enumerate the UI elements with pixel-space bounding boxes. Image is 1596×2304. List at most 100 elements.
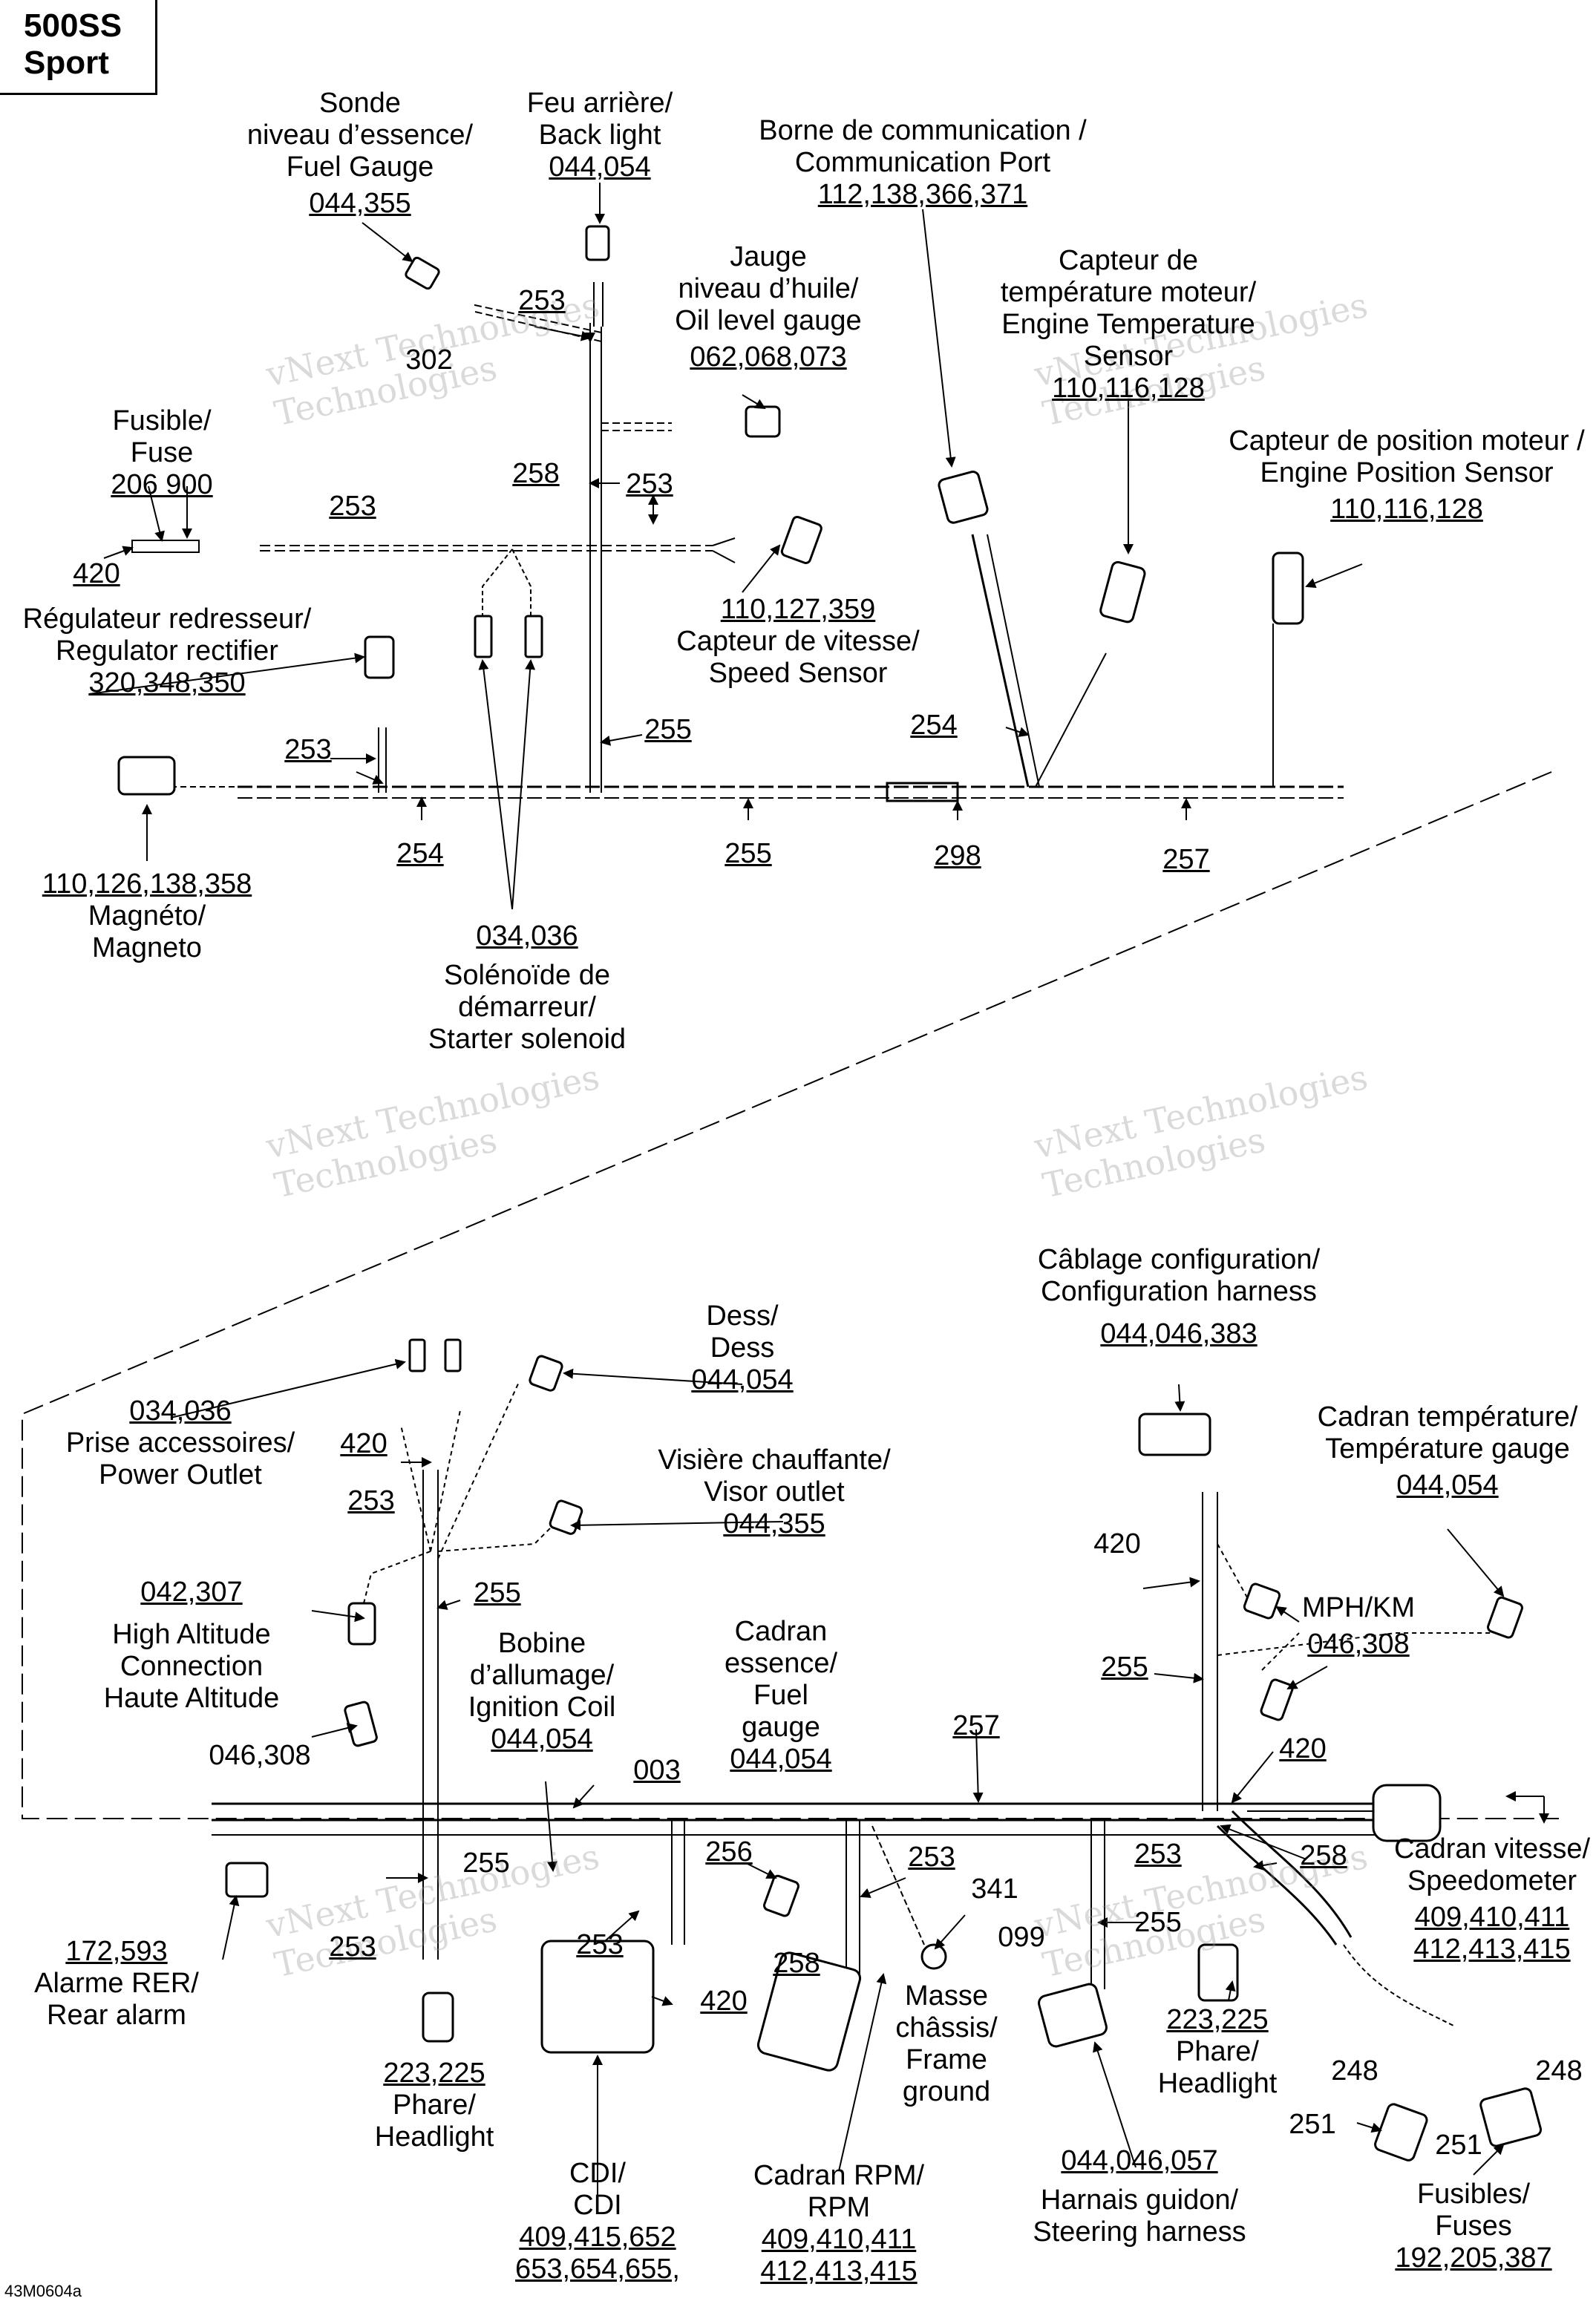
label-line: Ignition Coil bbox=[468, 1692, 616, 1723]
callout-046-308: 046,308 bbox=[209, 1740, 311, 1771]
model-line-1: 500SS bbox=[24, 7, 122, 44]
label-starter-solenoid: 034,036 Solénoïde de démarreur/ Starter … bbox=[428, 920, 626, 1056]
callout-255: 255 bbox=[725, 838, 772, 869]
label-speedometer: Cadran vitesse/ Speedometer 409,410,411 … bbox=[1394, 1833, 1590, 1966]
label-dess: Dess/ Dess 044,054 bbox=[691, 1300, 793, 1396]
callout-420: 420 bbox=[1279, 1733, 1327, 1764]
label-line: Alarme RER/ bbox=[34, 1968, 199, 1999]
part-ref: 044,355 bbox=[309, 188, 411, 219]
label-line: température moteur/ bbox=[1000, 277, 1257, 308]
callout-099: 099 bbox=[998, 1922, 1045, 1953]
part-ref: 409,410,411 bbox=[1414, 1902, 1570, 1933]
part-ref: 192,205,387 bbox=[1395, 2242, 1552, 2274]
label-line: démarreur/ bbox=[458, 992, 596, 1023]
callout-420: 420 bbox=[340, 1428, 387, 1459]
part-ref-2: 412,413,415 bbox=[1413, 1934, 1571, 1965]
label-line: Jauge bbox=[730, 241, 807, 272]
label-speed-sensor: 110,127,359 Capteur de vitesse/ Speed Se… bbox=[676, 594, 919, 690]
callout-420: 420 bbox=[1093, 1528, 1141, 1560]
label-line: Magneto bbox=[92, 932, 202, 963]
part-ref: 409,410,411 bbox=[761, 2224, 917, 2255]
part-ref: 044,046,383 bbox=[1100, 1318, 1257, 1349]
callout-420: 420 bbox=[700, 1986, 748, 2017]
label-fuse: Fusible/ Fuse 206 900 bbox=[111, 405, 212, 501]
part-ref: 034,036 bbox=[129, 1395, 232, 1427]
label-line: CDI/ bbox=[569, 2158, 626, 2189]
callout-253: 253 bbox=[518, 285, 566, 316]
label-visor-outlet: Visière chauffante/ Visor outlet 044,355 bbox=[658, 1444, 890, 1540]
label-line: Back light bbox=[538, 120, 661, 151]
part-ref: 046,308 bbox=[1307, 1629, 1410, 1660]
callout-253: 253 bbox=[626, 468, 673, 500]
label-temp-gauge: Cadran température/ Température gauge 04… bbox=[1318, 1401, 1578, 1502]
document-code: 43M0604a bbox=[4, 2282, 82, 2300]
label-line: Oil level gauge bbox=[675, 305, 862, 336]
callout-258: 258 bbox=[512, 458, 560, 489]
label-line: Configuration harness bbox=[1041, 1276, 1317, 1307]
label-frame-ground: Masse châssis/ Frame ground bbox=[895, 1980, 997, 2108]
callout-253: 253 bbox=[576, 1929, 624, 1960]
label-line: Prise accessoires/ bbox=[65, 1427, 295, 1459]
label-line: Visor outlet bbox=[704, 1476, 845, 1508]
part-ref: 172,593 bbox=[65, 1936, 168, 1967]
callout-003: 003 bbox=[633, 1755, 681, 1786]
part-ref-2: 412,413,415 bbox=[760, 2256, 918, 2287]
label-back-light: Feu arrière/ Back light 044,054 bbox=[527, 88, 673, 183]
label-headlight-left: 223,225 Phare/ Headlight bbox=[375, 2058, 494, 2153]
part-ref: 409,415,652 bbox=[519, 2222, 676, 2253]
part-ref: 206 900 bbox=[111, 469, 213, 500]
label-power-outlet: 034,036 Prise accessoires/ Power Outlet bbox=[66, 1395, 295, 1491]
label-rear-alarm: 172,593 Alarme RER/ Rear alarm bbox=[34, 1936, 199, 2032]
part-ref: 044,054 bbox=[491, 1724, 593, 1755]
callout-248: 248 bbox=[1331, 2055, 1378, 2087]
label-line: ground bbox=[902, 2076, 991, 2107]
part-ref: 042,307 bbox=[140, 1577, 243, 1608]
label-line: Fuel bbox=[753, 1680, 808, 1711]
label-line: Dess bbox=[710, 1332, 775, 1364]
label-line: Capteur de position moteur / bbox=[1229, 425, 1585, 456]
label-line: Température gauge bbox=[1325, 1433, 1570, 1464]
callout-254: 254 bbox=[396, 838, 444, 869]
part-ref: 062,068,073 bbox=[690, 341, 847, 373]
callout-253: 253 bbox=[1134, 1839, 1182, 1870]
label-fuel-gauge-dial: Cadran essence/ Fuel gauge 044,054 bbox=[725, 1616, 837, 1776]
callout-420: 420 bbox=[73, 558, 120, 589]
label-line: CDI bbox=[573, 2190, 622, 2221]
label-line: Regulator rectifier bbox=[56, 635, 278, 667]
label-line: Speed Sensor bbox=[708, 658, 888, 689]
part-ref: 110,116,128 bbox=[1052, 373, 1205, 404]
callout-253: 253 bbox=[329, 491, 376, 522]
label-line: Cadran température/ bbox=[1317, 1401, 1578, 1433]
label-comm-port: Borne de communication / Communication P… bbox=[759, 115, 1086, 211]
label-line: châssis/ bbox=[895, 2012, 998, 2043]
callout-254: 254 bbox=[910, 710, 958, 741]
callout-255: 255 bbox=[462, 1848, 510, 1879]
label-line: Cadran vitesse/ bbox=[1393, 1833, 1591, 1865]
part-ref: 112,138,366,371 bbox=[817, 179, 1028, 210]
label-line: niveau d’essence/ bbox=[246, 120, 474, 151]
callout-248: 248 bbox=[1535, 2055, 1583, 2087]
label-line: Bobine bbox=[497, 1628, 586, 1659]
label-line: Phare/ bbox=[1176, 2036, 1259, 2067]
callout-255: 255 bbox=[474, 1577, 521, 1608]
part-ref: 044,054 bbox=[691, 1364, 794, 1395]
label-line: Capteur de vitesse/ bbox=[676, 626, 920, 657]
label-high-altitude: 042,307 High Altitude Connection Haute A… bbox=[104, 1577, 280, 1715]
part-ref: 320,348,350 bbox=[88, 667, 246, 698]
label-line: Frame bbox=[906, 2044, 987, 2075]
callout-257: 257 bbox=[1162, 844, 1210, 875]
part-ref: 044,054 bbox=[1396, 1470, 1499, 1501]
callout-251: 251 bbox=[1289, 2109, 1336, 2140]
label-line: Régulateur redresseur/ bbox=[22, 603, 312, 635]
label-line: Capteur de bbox=[1058, 245, 1199, 276]
part-ref: 223,225 bbox=[383, 2058, 485, 2089]
label-rpm: Cadran RPM/ RPM 409,410,411 412,413,415 bbox=[753, 2160, 924, 2288]
label-line: Cadran RPM/ bbox=[753, 2160, 925, 2191]
callout-253: 253 bbox=[284, 734, 332, 765]
callout-341: 341 bbox=[971, 1873, 1018, 1905]
label-engine-temp: Capteur de température moteur/ Engine Te… bbox=[1001, 245, 1256, 405]
callout-255: 255 bbox=[644, 714, 692, 745]
label-config-harness: Câblage configuration/ Configuration har… bbox=[1038, 1244, 1320, 1350]
label-line: Fuse bbox=[130, 437, 194, 468]
part-ref: 223,225 bbox=[1166, 2004, 1269, 2035]
